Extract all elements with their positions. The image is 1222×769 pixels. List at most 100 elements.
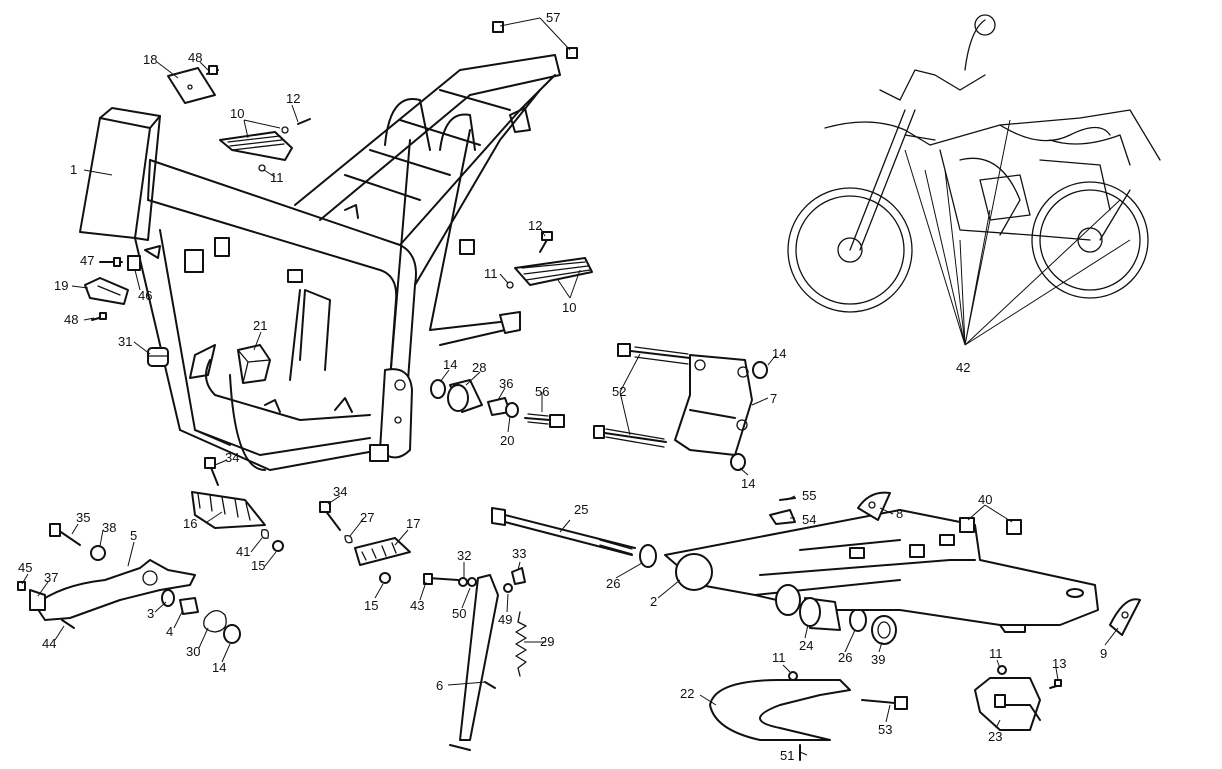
part-43-50-33-49-stand-hardware bbox=[423, 567, 526, 593]
callout-2: 2 bbox=[650, 594, 657, 609]
callout-1: 1 bbox=[70, 162, 77, 177]
callout-49: 49 bbox=[498, 612, 512, 627]
callout-labels: 1 2 3 4 5 6 7 8 9 10 10 11 11 11 11 12 1… bbox=[18, 10, 1107, 763]
callout-14-pivot: 14 bbox=[443, 357, 457, 372]
callout-10-right: 10 bbox=[562, 300, 576, 315]
callout-14-pedal: 14 bbox=[212, 660, 226, 675]
callout-11-guard: 11 bbox=[989, 646, 1003, 661]
callout-33: 33 bbox=[512, 546, 526, 561]
part-10-footpeg-right bbox=[506, 231, 593, 289]
callout-18: 18 bbox=[143, 52, 157, 67]
part-18-plate bbox=[167, 67, 216, 104]
part-21-block bbox=[237, 344, 271, 384]
callout-44: 44 bbox=[42, 636, 56, 651]
part-54-55-hardware bbox=[769, 497, 796, 525]
callout-41: 41 bbox=[236, 544, 250, 559]
callout-4: 4 bbox=[166, 624, 173, 639]
callout-14-mount-top: 14 bbox=[772, 346, 786, 361]
part-48-bolt-top bbox=[206, 65, 219, 75]
callout-37: 37 bbox=[44, 570, 58, 585]
part-16-footpeg bbox=[191, 457, 266, 529]
callout-17: 17 bbox=[406, 516, 420, 531]
part-19-bracket bbox=[84, 277, 129, 305]
callout-52: 52 bbox=[612, 384, 626, 399]
callout-25: 25 bbox=[574, 502, 588, 517]
callout-5: 5 bbox=[130, 528, 137, 543]
callout-45: 45 bbox=[18, 560, 32, 575]
callout-16: 16 bbox=[183, 516, 197, 531]
part-8-9-adjusters bbox=[857, 491, 1141, 636]
part-31-rubber-block bbox=[147, 347, 169, 367]
callout-26-right: 26 bbox=[838, 650, 852, 665]
callout-20: 20 bbox=[500, 433, 514, 448]
callout-22: 22 bbox=[680, 686, 694, 701]
callout-38: 38 bbox=[102, 520, 116, 535]
callout-55: 55 bbox=[802, 488, 816, 503]
part-24-39-bushings bbox=[775, 584, 897, 645]
callout-42: 42 bbox=[956, 360, 970, 375]
main-frame bbox=[79, 54, 561, 471]
callout-6: 6 bbox=[436, 678, 443, 693]
callout-57: 57 bbox=[546, 10, 560, 25]
callout-19: 19 bbox=[54, 278, 68, 293]
callout-12-top: 12 bbox=[286, 91, 300, 106]
callout-54: 54 bbox=[802, 512, 816, 527]
callout-46: 46 bbox=[138, 288, 152, 303]
callout-11-top: 11 bbox=[270, 170, 284, 185]
part-29-spring bbox=[515, 611, 527, 677]
callout-56: 56 bbox=[535, 384, 549, 399]
callout-35: 35 bbox=[76, 510, 90, 525]
callout-43: 43 bbox=[410, 598, 424, 613]
callout-12-right: 12 bbox=[528, 218, 542, 233]
callout-34-mid: 34 bbox=[333, 484, 347, 499]
callout-47: 47 bbox=[80, 253, 94, 268]
callout-23: 23 bbox=[988, 729, 1002, 744]
callout-10-top: 10 bbox=[230, 106, 244, 121]
callout-14-mount-bottom: 14 bbox=[741, 476, 755, 491]
part-46-47-hardware bbox=[91, 245, 161, 321]
callout-8: 8 bbox=[896, 506, 903, 521]
part-2-swingarm bbox=[664, 509, 1099, 633]
part-25-pivot-bolt bbox=[491, 507, 636, 556]
part-28-36-20-56-pivot-spacers bbox=[430, 379, 565, 428]
callout-7: 7 bbox=[770, 391, 777, 406]
callout-15-left: 15 bbox=[251, 558, 265, 573]
callout-31: 31 bbox=[118, 334, 132, 349]
callout-30: 30 bbox=[186, 644, 200, 659]
callout-28: 28 bbox=[472, 360, 486, 375]
callout-39: 39 bbox=[871, 652, 885, 667]
part-52-7-engine-mount bbox=[593, 343, 768, 471]
callout-29: 29 bbox=[540, 634, 554, 649]
callout-24: 24 bbox=[799, 638, 813, 653]
callout-48-top: 48 bbox=[188, 50, 202, 65]
callout-26-left: 26 bbox=[606, 576, 620, 591]
callout-36: 36 bbox=[499, 376, 513, 391]
callout-48-left: 48 bbox=[64, 312, 78, 327]
callout-40: 40 bbox=[978, 492, 992, 507]
callout-13: 13 bbox=[1052, 656, 1066, 671]
callout-34-left: 34 bbox=[225, 450, 239, 465]
callout-32: 32 bbox=[457, 548, 471, 563]
callout-21: 21 bbox=[253, 318, 267, 333]
callout-3: 3 bbox=[147, 606, 154, 621]
part-41-15-small bbox=[260, 529, 284, 552]
callout-27: 27 bbox=[360, 510, 374, 525]
part-10-footpeg-top bbox=[219, 118, 311, 172]
callout-9: 9 bbox=[1100, 646, 1107, 661]
part-6-side-stand bbox=[449, 574, 499, 751]
part-22-chain-guide bbox=[709, 679, 908, 761]
part-40-clips bbox=[959, 517, 1022, 535]
part-5-brake-pedal bbox=[17, 523, 241, 644]
leader-lines bbox=[21, 17, 1119, 756]
part-17-footpeg bbox=[319, 501, 411, 584]
part-26-washers bbox=[639, 544, 867, 632]
callout-51: 51 bbox=[780, 748, 794, 763]
part-57-nuts bbox=[492, 21, 578, 59]
callout-53: 53 bbox=[878, 722, 892, 737]
callout-11-right: 11 bbox=[484, 266, 498, 281]
motorcycle-illustration bbox=[787, 14, 1161, 346]
part-23-chain-guard bbox=[974, 677, 1061, 731]
callout-50: 50 bbox=[452, 606, 466, 621]
